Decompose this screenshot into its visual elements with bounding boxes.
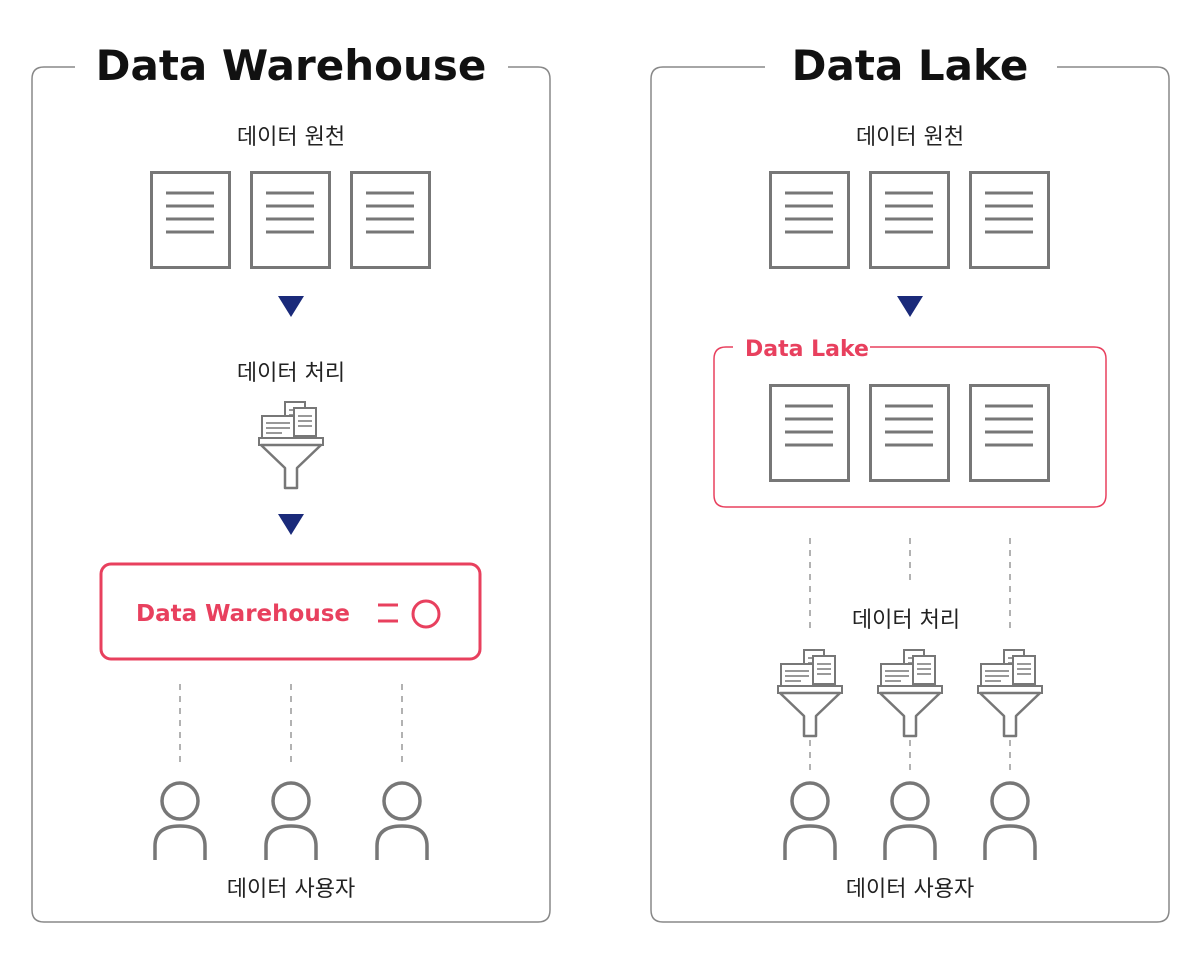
document-icon bbox=[869, 384, 950, 482]
user-icon bbox=[375, 781, 429, 862]
lake-connector-lines-lower bbox=[809, 740, 1011, 770]
lake-processing-label: 데이터 처리 bbox=[852, 608, 960, 633]
data-warehouse-panel: Data Warehouse 데이터 원천 데이터 처리 Data Wareho… bbox=[31, 41, 551, 923]
warehouse-users bbox=[153, 781, 429, 862]
document-icon bbox=[769, 384, 850, 482]
lake-panel-title: Data Lake bbox=[792, 41, 1029, 90]
user-icon bbox=[783, 781, 837, 862]
document-icon bbox=[969, 384, 1050, 482]
warehouse-store-box: Data Warehouse bbox=[99, 562, 482, 661]
funnel-icon bbox=[976, 648, 1044, 738]
user-icon bbox=[983, 781, 1037, 862]
warehouse-source-label: 데이터 원천 bbox=[237, 125, 345, 150]
lake-source-documents bbox=[769, 171, 1050, 269]
funnel-icon bbox=[876, 648, 944, 738]
arrow-down-icon bbox=[278, 296, 304, 317]
data-lake-panel: Data Lake 데이터 원천 Data Lake 데이터 처리 bbox=[650, 41, 1170, 923]
funnel-icon bbox=[257, 400, 325, 490]
warehouse-store-label: Data Warehouse bbox=[136, 601, 350, 627]
lake-source-label: 데이터 원천 bbox=[856, 125, 964, 150]
lake-users-label: 데이터 사용자 bbox=[846, 877, 974, 902]
document-icon bbox=[150, 171, 231, 269]
lake-users bbox=[783, 781, 1037, 862]
document-icon bbox=[969, 171, 1050, 269]
database-icon bbox=[378, 599, 441, 629]
lake-store-box: Data Lake bbox=[713, 337, 1107, 508]
user-icon bbox=[883, 781, 937, 862]
warehouse-users-label: 데이터 사용자 bbox=[227, 877, 355, 902]
user-icon bbox=[264, 781, 318, 862]
document-icon bbox=[350, 171, 431, 269]
document-icon bbox=[250, 171, 331, 269]
document-icon bbox=[869, 171, 950, 269]
warehouse-panel-frame bbox=[31, 66, 551, 923]
user-icon bbox=[153, 781, 207, 862]
lake-connector-lines-upper bbox=[809, 538, 1011, 628]
warehouse-processing-label: 데이터 처리 bbox=[237, 361, 345, 386]
arrow-down-icon bbox=[278, 514, 304, 535]
funnel-icon bbox=[776, 648, 844, 738]
warehouse-panel-title: Data Warehouse bbox=[96, 41, 487, 90]
arrow-down-icon bbox=[897, 296, 923, 317]
warehouse-source-documents bbox=[150, 171, 431, 269]
lake-panel-frame bbox=[650, 66, 1170, 923]
lake-processing-funnels bbox=[776, 648, 1044, 738]
lake-store-label: Data Lake bbox=[745, 337, 869, 362]
document-icon bbox=[769, 171, 850, 269]
warehouse-connector-lines bbox=[179, 684, 403, 768]
